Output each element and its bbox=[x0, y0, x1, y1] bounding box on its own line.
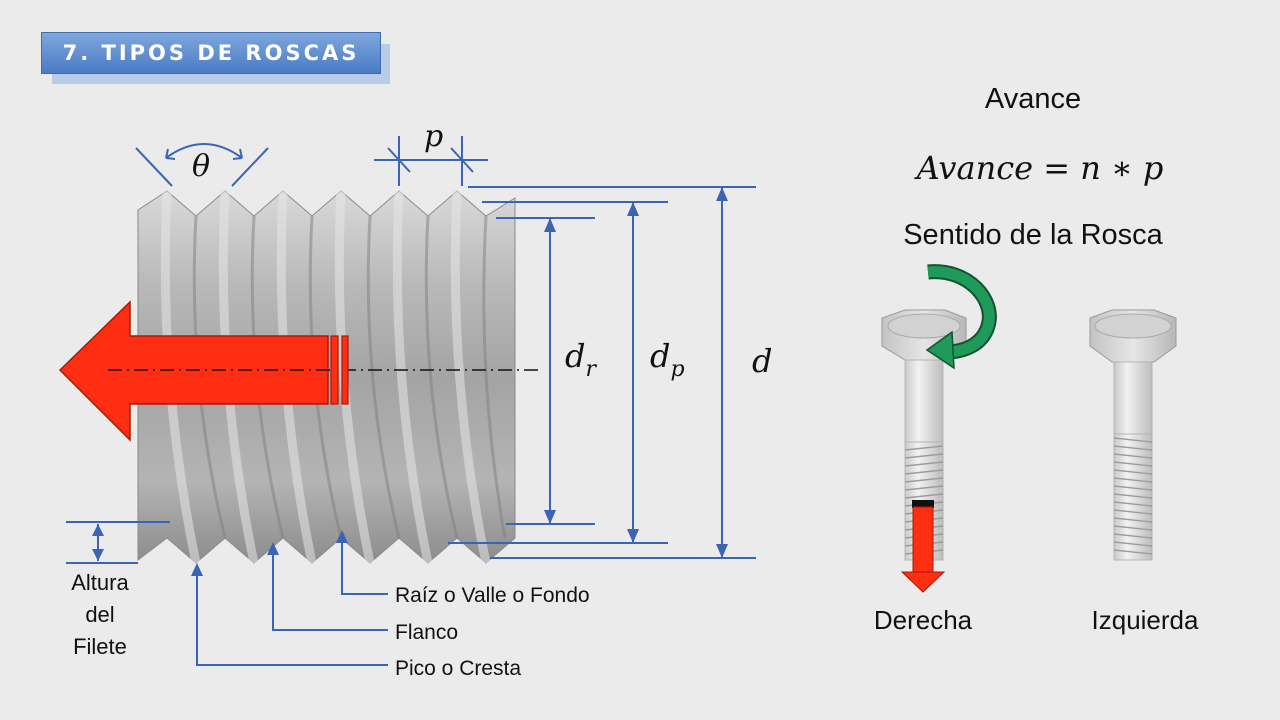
dp-symbol: dp bbox=[650, 337, 685, 382]
pitch-annotation bbox=[374, 136, 488, 186]
left-hand-bolt bbox=[1089, 309, 1177, 561]
altura-label-line1: Altura bbox=[71, 570, 129, 595]
dr-symbol: dr bbox=[565, 337, 597, 382]
red-down-arrow bbox=[900, 500, 946, 593]
dimension-arrowheads bbox=[544, 187, 728, 558]
theta-symbol: θ bbox=[192, 149, 210, 184]
avance-title: Avance bbox=[985, 83, 1081, 115]
red-direction-arrow bbox=[58, 300, 349, 442]
d-symbol: d bbox=[752, 342, 772, 380]
altura-label-line3: Filete bbox=[73, 634, 127, 659]
leader-arrowheads bbox=[191, 530, 348, 576]
avance-formula: Avance = n ∗ p bbox=[914, 149, 1164, 187]
sentido-title: Sentido de la Rosca bbox=[903, 219, 1163, 251]
section-title-banner: 7. TIPOS DE ROSCAS bbox=[41, 32, 381, 74]
thread-angle-annotation bbox=[135, 143, 269, 187]
altura-label-line2: del bbox=[85, 602, 114, 627]
izquierda-label: Izquierda bbox=[1092, 605, 1199, 635]
raiz-label: Raíz o Valle o Fondo bbox=[395, 584, 590, 607]
flanco-label: Flanco bbox=[395, 621, 458, 644]
green-rotation-arrow bbox=[925, 264, 997, 370]
pico-label: Pico o Cresta bbox=[395, 657, 521, 680]
thread-height-arrowheads bbox=[92, 524, 104, 561]
pitch-symbol: p bbox=[424, 119, 443, 154]
diameter-dimension-lines bbox=[448, 186, 756, 559]
derecha-label: Derecha bbox=[874, 605, 973, 635]
part-leader-lines bbox=[196, 533, 388, 666]
